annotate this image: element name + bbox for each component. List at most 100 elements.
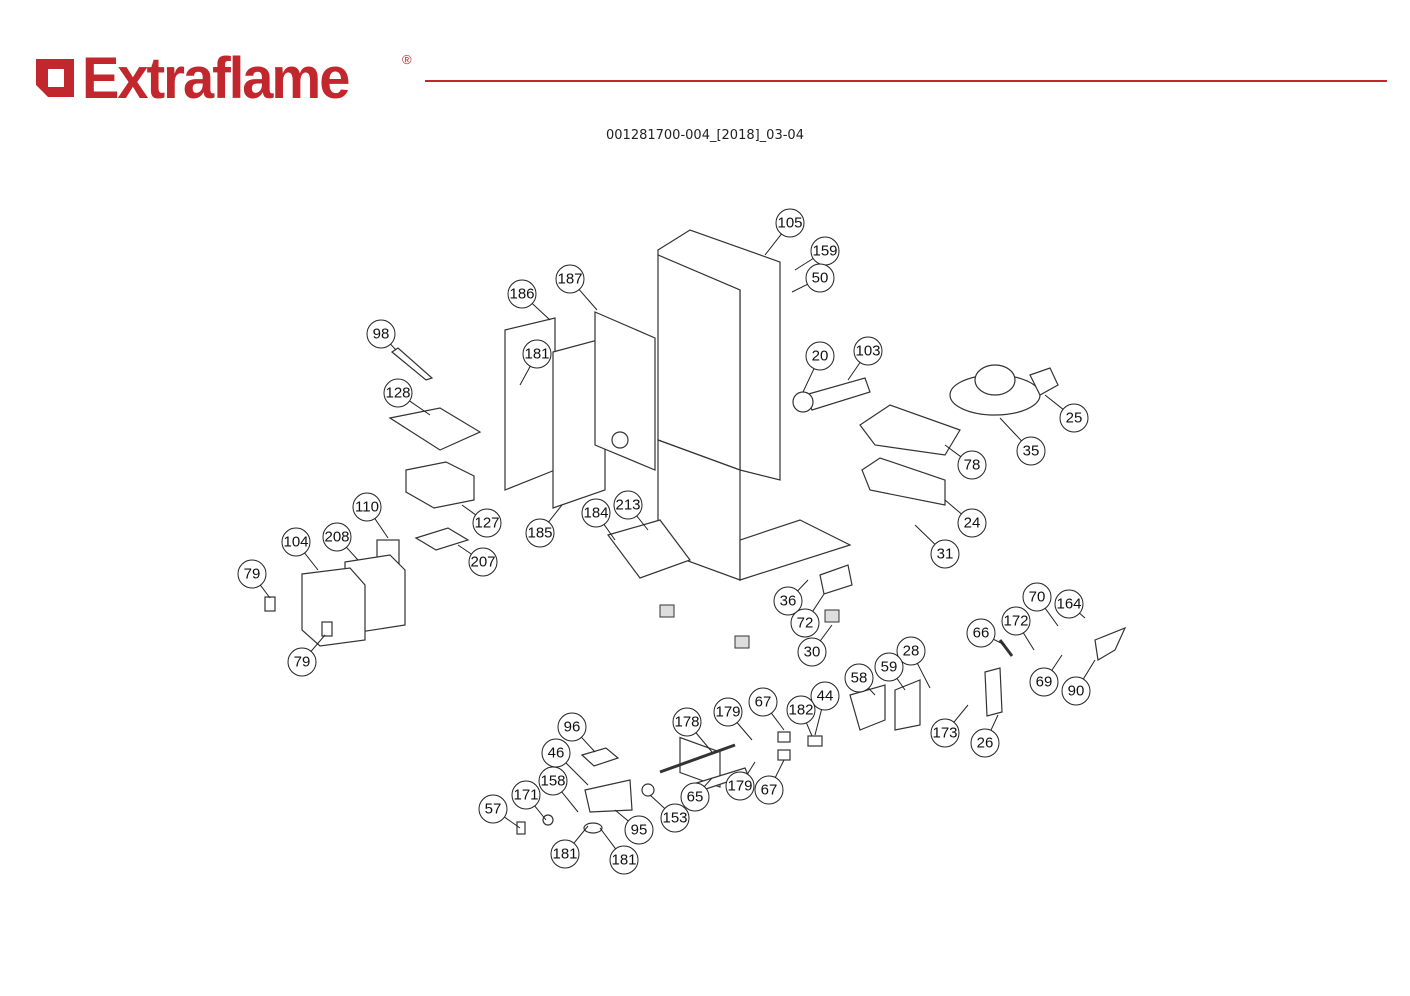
leader-line xyxy=(534,805,547,821)
callout-circle xyxy=(754,775,784,805)
callout-circle xyxy=(805,263,835,293)
callout-208: 208 xyxy=(322,522,359,561)
leader-line xyxy=(390,343,397,351)
callout-circle xyxy=(1054,589,1084,619)
callout-127: 127 xyxy=(461,504,502,538)
callout-69: 69 xyxy=(1029,654,1063,697)
callout-circle xyxy=(352,492,382,522)
callout-label: 79 xyxy=(294,654,311,671)
callout-circle xyxy=(557,712,587,742)
callout-circle xyxy=(478,794,508,824)
callout-circle xyxy=(1001,606,1031,636)
part-79-a xyxy=(264,596,276,612)
extraflame-logo: Extraflame xyxy=(34,48,350,108)
callout-186: 186 xyxy=(507,279,551,321)
callout-label: 185 xyxy=(527,525,552,542)
callout-110: 110 xyxy=(352,492,389,539)
callout-label: 208 xyxy=(324,529,349,546)
part-98 xyxy=(390,347,434,381)
callout-label: 35 xyxy=(1023,443,1040,460)
callout-label: 103 xyxy=(855,343,880,360)
callout-153: 153 xyxy=(649,794,690,833)
leader-line xyxy=(944,499,962,515)
part-181 xyxy=(583,822,603,834)
leader-line xyxy=(519,366,531,386)
part-182 xyxy=(807,735,823,747)
callout-36: 36 xyxy=(773,579,809,616)
leader-line xyxy=(703,777,713,787)
leader-line xyxy=(999,417,1022,442)
part-panel-187 xyxy=(594,311,656,471)
leader-line xyxy=(310,634,326,652)
leader-line xyxy=(805,722,813,737)
callout-circle xyxy=(507,279,537,309)
callout-103: 103 xyxy=(847,336,883,381)
part-26 xyxy=(984,667,1003,717)
callout-label: 66 xyxy=(973,625,990,642)
leader-line xyxy=(561,791,579,813)
callout-label: 171 xyxy=(513,787,538,804)
callout-95: 95 xyxy=(614,809,654,845)
callout-circle xyxy=(525,518,555,548)
parts-drawing xyxy=(264,229,1127,835)
callout-label: 105 xyxy=(777,215,802,232)
part-153 xyxy=(641,783,655,797)
callout-label: 172 xyxy=(1003,613,1028,630)
callout-26: 26 xyxy=(970,714,1000,758)
callout-96: 96 xyxy=(557,712,596,753)
callout-label: 181 xyxy=(611,852,636,869)
callout-44: 44 xyxy=(810,681,840,736)
leader-line xyxy=(649,794,666,809)
callout-label: 24 xyxy=(964,515,981,532)
leader-line xyxy=(868,687,876,696)
leader-line xyxy=(531,303,551,321)
leader-line xyxy=(599,827,616,850)
leader-line xyxy=(736,722,753,741)
part-panel-hole xyxy=(611,431,629,449)
callout-30: 30 xyxy=(797,624,833,667)
registered-mark: ® xyxy=(402,52,412,67)
callout-65: 65 xyxy=(680,777,713,812)
callout-circle xyxy=(1016,436,1046,466)
callout-58: 58 xyxy=(844,663,876,696)
callout-circle xyxy=(775,208,805,238)
callout-158: 158 xyxy=(538,766,579,813)
leader-line xyxy=(774,759,785,778)
callout-185: 185 xyxy=(525,504,563,548)
callout-207: 207 xyxy=(457,544,498,577)
callout-label: 182 xyxy=(788,702,813,719)
callout-20: 20 xyxy=(802,341,835,393)
part-58 xyxy=(849,684,886,731)
callout-circle xyxy=(713,697,743,727)
callout-24: 24 xyxy=(944,499,987,538)
callout-label: 57 xyxy=(485,801,502,818)
callout-circle xyxy=(957,450,987,480)
part-cover-78 xyxy=(859,404,961,456)
leader-line xyxy=(746,761,756,775)
callout-circle xyxy=(1022,582,1052,612)
callout-66: 66 xyxy=(966,618,1006,648)
callout-label: 70 xyxy=(1029,589,1046,606)
callout-128: 128 xyxy=(383,378,431,416)
callout-circle xyxy=(472,508,502,538)
leader-line xyxy=(819,624,833,642)
part-fan-24 xyxy=(861,457,946,506)
callout-label: 179 xyxy=(727,778,752,795)
callout-label: 104 xyxy=(283,534,308,551)
callout-circle xyxy=(1061,676,1091,706)
part-foot xyxy=(659,604,675,618)
callout-label: 44 xyxy=(817,688,834,705)
leader-line xyxy=(944,444,962,458)
callout-46: 46 xyxy=(541,738,589,786)
leader-line xyxy=(847,362,861,381)
callout-label: 128 xyxy=(385,385,410,402)
callout-circle xyxy=(680,782,710,812)
callout-label: 69 xyxy=(1036,674,1053,691)
callout-187: 187 xyxy=(555,264,598,311)
callout-label: 187 xyxy=(557,271,582,288)
part-213 xyxy=(607,519,691,579)
callout-circle xyxy=(797,637,827,667)
leader-line xyxy=(1082,659,1096,680)
callout-173: 173 xyxy=(930,704,969,748)
callout-213: 213 xyxy=(613,490,649,531)
